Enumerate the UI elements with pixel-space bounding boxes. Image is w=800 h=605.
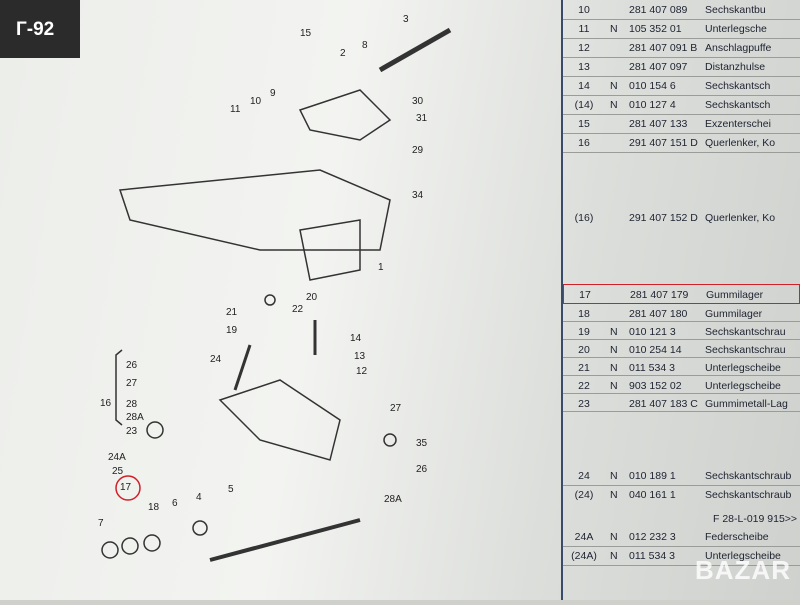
callout: 15 — [300, 28, 312, 39]
callout: 23 — [126, 426, 138, 437]
callout: 8 — [362, 40, 368, 51]
listing-badge: Г-92 — [0, 0, 80, 58]
callout: 28 — [126, 399, 138, 410]
callout: 21 — [226, 307, 238, 318]
callout: 13 — [354, 351, 366, 362]
callout: 16 — [100, 398, 112, 409]
callout: 29 — [412, 145, 424, 156]
callout: 12 — [356, 366, 368, 377]
callout: 7 — [98, 518, 104, 529]
panel-divider — [561, 0, 563, 600]
callout: 14 — [350, 333, 362, 344]
callout: 27 — [390, 403, 402, 414]
callout: 1 — [378, 262, 384, 273]
callout: 26 — [416, 464, 428, 475]
callout: 34 — [412, 190, 424, 201]
callout: 6 — [172, 498, 178, 509]
callout: 19 — [226, 325, 238, 336]
callout: 10 — [250, 96, 262, 107]
callout: 2 — [340, 48, 346, 59]
callout: 27 — [126, 378, 138, 389]
callout: 35 — [416, 438, 428, 449]
callout: 24 — [210, 354, 222, 365]
callout: 28A — [126, 412, 144, 423]
lower-control-arm — [218, 379, 341, 461]
highlight-circle — [115, 475, 141, 501]
callout: 18 — [148, 502, 160, 513]
callout: 28A — [384, 494, 402, 505]
row-note: F 28-L-019 915>> — [713, 513, 798, 525]
callout: 4 — [196, 492, 202, 503]
callout: 24A — [108, 452, 126, 463]
callout: 31 — [416, 113, 428, 124]
spring-seat — [299, 219, 361, 281]
callout: 26 — [126, 360, 138, 371]
callout: 25 — [112, 466, 124, 477]
callout: 22 — [292, 304, 304, 315]
callout: 9 — [270, 88, 276, 99]
callout: 5 — [228, 484, 234, 495]
upper-control-arm — [298, 89, 392, 141]
suspension-drawing — [101, 27, 452, 562]
watermark-logo: BAZAR — [695, 555, 791, 585]
parts-diagram: 15 8 3 2 11 10 9 30 31 29 34 1 20 21 22 … — [60, 0, 560, 600]
callout: 11 — [230, 104, 241, 115]
callout: 30 — [412, 96, 424, 107]
callout: 3 — [403, 14, 409, 25]
crossmember — [118, 169, 391, 251]
callout: 20 — [306, 292, 318, 303]
callout-highlighted: 17 — [120, 482, 132, 493]
